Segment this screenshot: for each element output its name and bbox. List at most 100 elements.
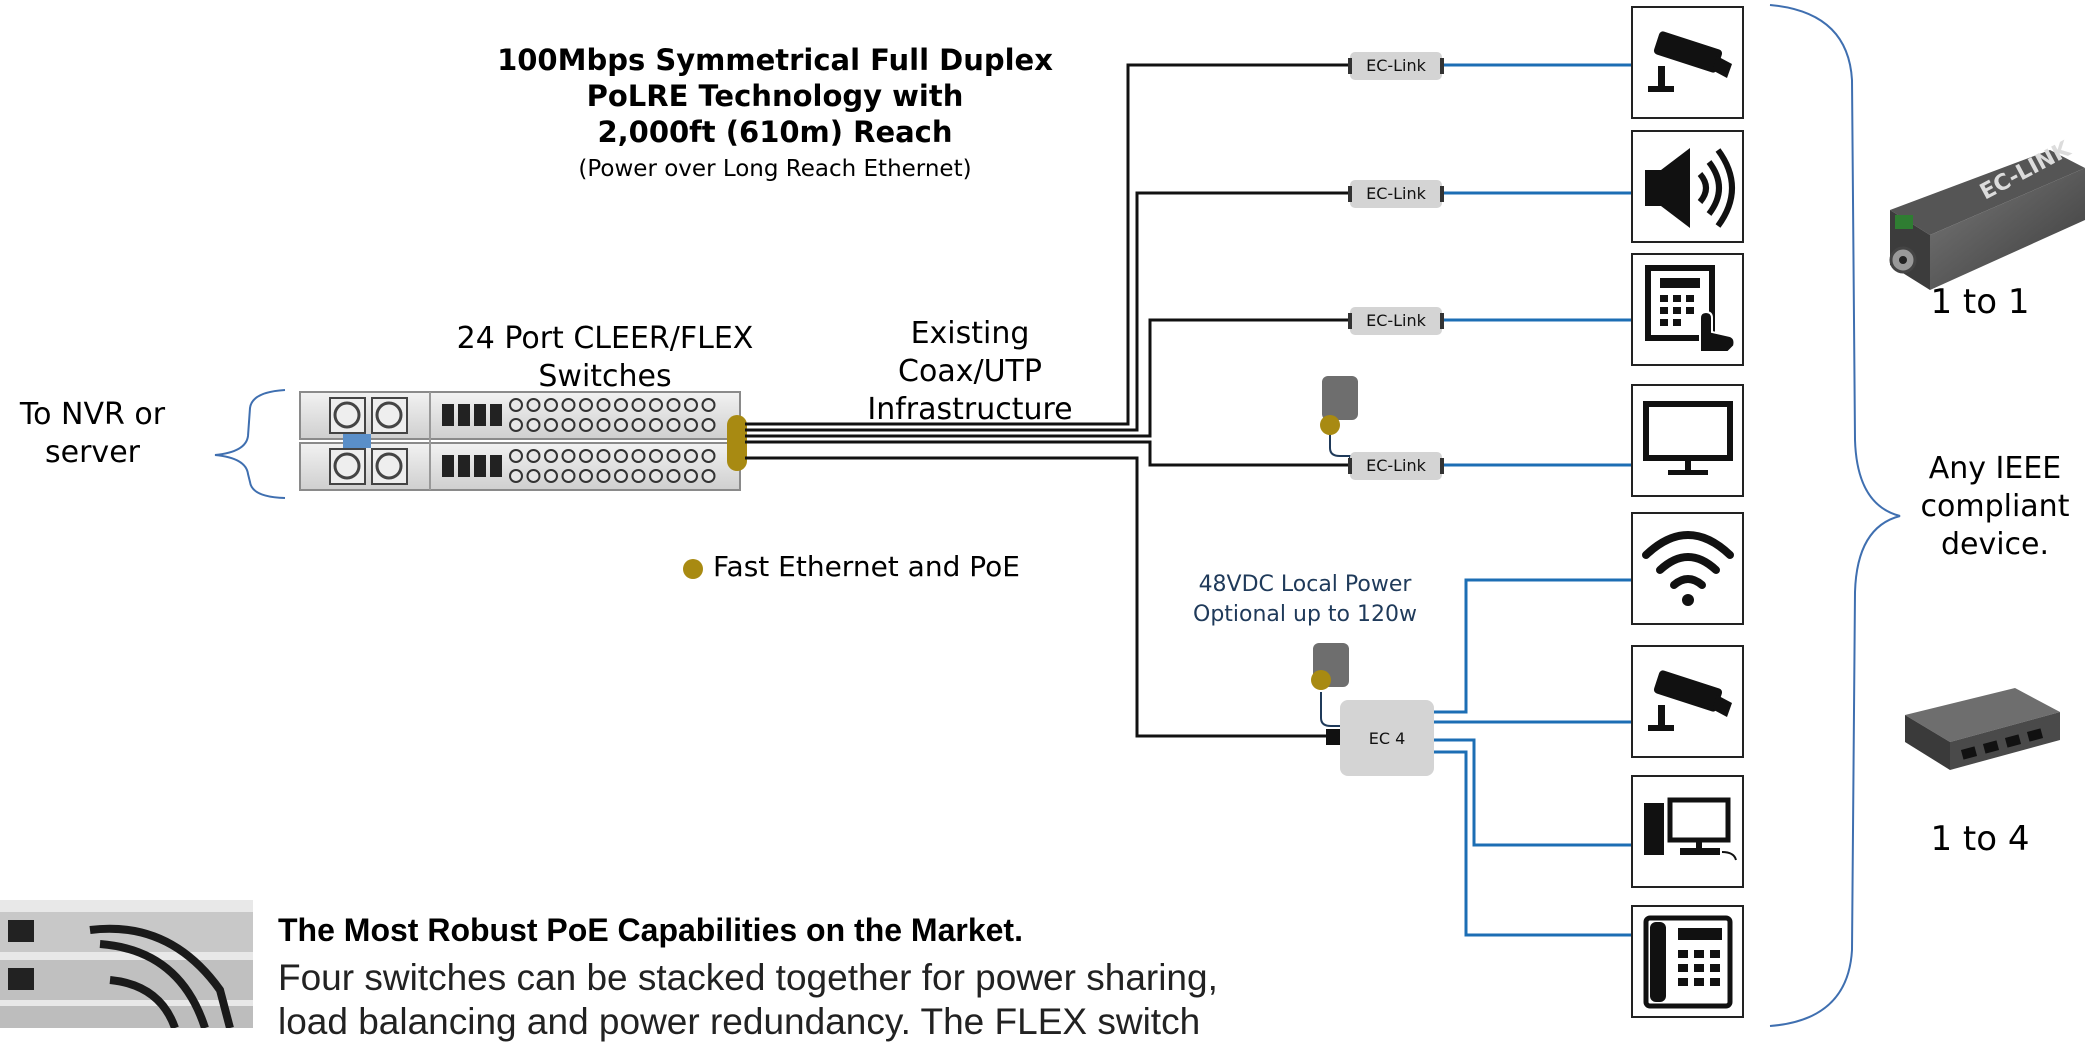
power-note-line-2: Optional up to 120w [1193, 602, 1417, 627]
coax-port [509, 398, 523, 412]
coax-port [544, 469, 558, 483]
coax-port [544, 398, 558, 412]
coax-port [614, 398, 628, 412]
coax-port [631, 449, 646, 463]
ec-link-label-1: EC-Link [1366, 56, 1427, 75]
poe-port-marker [727, 415, 747, 471]
coax-port [684, 449, 698, 463]
desktop-computer-icon [1644, 797, 1737, 861]
coax-port [561, 418, 576, 432]
coax-port [701, 418, 716, 432]
coax-port [596, 449, 611, 463]
ec-link-label-4: EC-Link [1366, 456, 1427, 475]
header-line-2: PoLRE Technology with [586, 79, 964, 113]
power-supply-icon [1311, 643, 1349, 727]
left-brace [214, 389, 286, 499]
coax-port [614, 418, 628, 432]
switch-title-line-1: 24 Port CLEER/FLEX [456, 321, 754, 356]
one-to-one-label: 1 to 1 [1930, 282, 2030, 322]
coax-port [649, 398, 663, 412]
legend-dot [683, 559, 703, 579]
switch-port-grid [509, 398, 716, 483]
coax-port [579, 449, 593, 463]
coax-port [684, 469, 698, 483]
fan-icon [329, 397, 408, 485]
coax-port [614, 469, 628, 483]
desk-phone-icon [1643, 915, 1733, 1009]
stacked-switches-photo [0, 900, 253, 1028]
right-brace [1769, 4, 1901, 1027]
coax-port [684, 398, 698, 412]
header-line-3: 2,000ft (610m) Reach [597, 115, 953, 149]
power-supply-icon [1320, 376, 1358, 465]
coax-port [544, 449, 558, 463]
coax-port [649, 418, 663, 432]
coax-port [596, 418, 611, 432]
ec-link-label-2: EC-Link [1366, 184, 1427, 203]
coax-port [526, 449, 541, 463]
coax-port [526, 398, 541, 412]
security-camera-icon [1648, 31, 1732, 92]
coax-port [561, 449, 576, 463]
coax-port [526, 418, 541, 432]
coax-port [579, 398, 593, 412]
nvr-label-line-2: server [45, 435, 140, 470]
stack-link [343, 434, 371, 448]
power-note-line-1: 48VDC Local Power [1198, 572, 1412, 597]
coax-port [631, 418, 646, 432]
coax-port [649, 469, 663, 483]
ec-link-adapter-3 [1348, 307, 1444, 335]
any-device-line-1: Any IEEE [1928, 451, 2062, 486]
coax-port [684, 418, 698, 432]
ec4-product-image [1905, 688, 2060, 770]
coax-port [509, 469, 523, 483]
coax-port [701, 469, 716, 483]
wifi-icon [1642, 531, 1734, 606]
infrastructure-label-line-2: Coax/UTP [898, 354, 1042, 389]
coax-port [614, 449, 628, 463]
switch-title-line-2: Switches [538, 359, 672, 394]
any-device-line-2: compliant [1920, 489, 2070, 524]
switch-stack [299, 391, 747, 491]
coax-port [649, 449, 663, 463]
coax-port [666, 398, 681, 412]
coax-port [666, 418, 681, 432]
bottom-body-line-1: Four switches can be stacked together fo… [278, 957, 1218, 998]
monitor-icon [1643, 401, 1733, 475]
ec-link-adapter-1 [1348, 52, 1444, 80]
device-box [1631, 512, 1744, 625]
bottom-body-line-2: load balancing and power redundancy. The… [278, 1001, 1201, 1042]
security-camera-icon [1648, 670, 1732, 731]
infrastructure-label-line-1: Existing [910, 316, 1030, 351]
nvr-label-line-1: To NVR or [19, 397, 166, 432]
ec-link-adapter-2 [1348, 180, 1444, 208]
coax-port [701, 398, 716, 412]
coax-port [666, 449, 681, 463]
one-to-four-label: 1 to 4 [1930, 819, 2030, 859]
ec-link-label-3: EC-Link [1366, 311, 1427, 330]
coax-port [579, 418, 593, 432]
coax-port [596, 469, 611, 483]
coax-port [561, 398, 576, 412]
access-keypad-icon [1645, 265, 1736, 353]
ec4-hub [1326, 700, 1434, 776]
coax-port [509, 418, 523, 432]
device-box [1631, 905, 1744, 1018]
coax-port [579, 469, 593, 483]
ec-link-adapter-4 [1348, 452, 1444, 480]
speaker-icon [1645, 148, 1735, 228]
coax-port [701, 449, 716, 463]
coax-port [596, 398, 611, 412]
header-line-4: (Power over Long Reach Ethernet) [578, 156, 972, 182]
device-cables [1434, 63, 1632, 937]
infrastructure-label-line-3: Infrastructure [867, 392, 1073, 427]
ec-link-product-image: EC-LINK [1889, 137, 2085, 290]
legend-label: Fast Ethernet and PoE [713, 550, 1020, 583]
coax-port [631, 469, 646, 483]
trunk-cables [745, 63, 1350, 738]
coax-port [561, 469, 576, 483]
ec4-label: EC 4 [1369, 729, 1406, 748]
coax-port [666, 469, 681, 483]
coax-port [544, 418, 558, 432]
